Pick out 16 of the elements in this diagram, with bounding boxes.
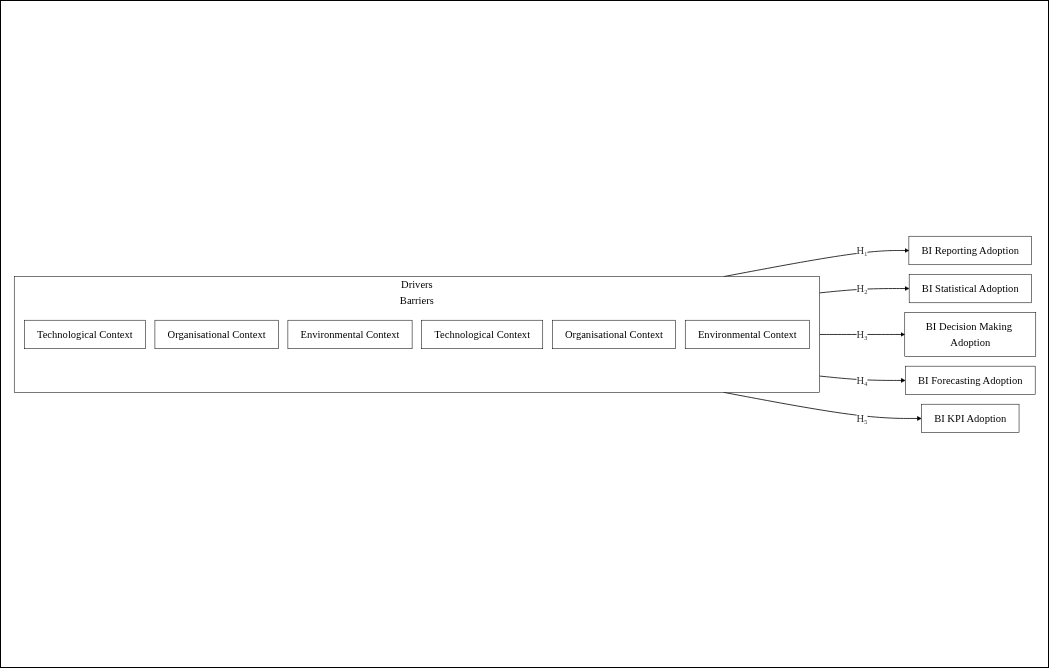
node-box: Environmental Context [287,319,412,349]
node-box: BI Forecasting Adoption [904,365,1035,395]
edge-label: H₂ [855,282,868,294]
edge-label: H₁ [855,244,868,256]
node-box: BI Statistical Adoption [908,273,1032,303]
node-box: BI KPI Adoption [920,403,1019,433]
node-box: Organisational Context [551,319,676,349]
node-box: Technological Context [420,319,543,349]
node-box: BI Reporting Adoption [908,235,1032,265]
node-box: Technological Context [23,319,146,349]
edge-label: H₅ [855,412,868,424]
edge-label: H₃ [855,328,868,340]
node-box: Environmental Context [684,319,810,349]
node-box: Organisational Context [154,319,279,349]
edge-label: H₄ [855,374,868,386]
node-box: BI Decision Making Adoption [904,311,1036,357]
